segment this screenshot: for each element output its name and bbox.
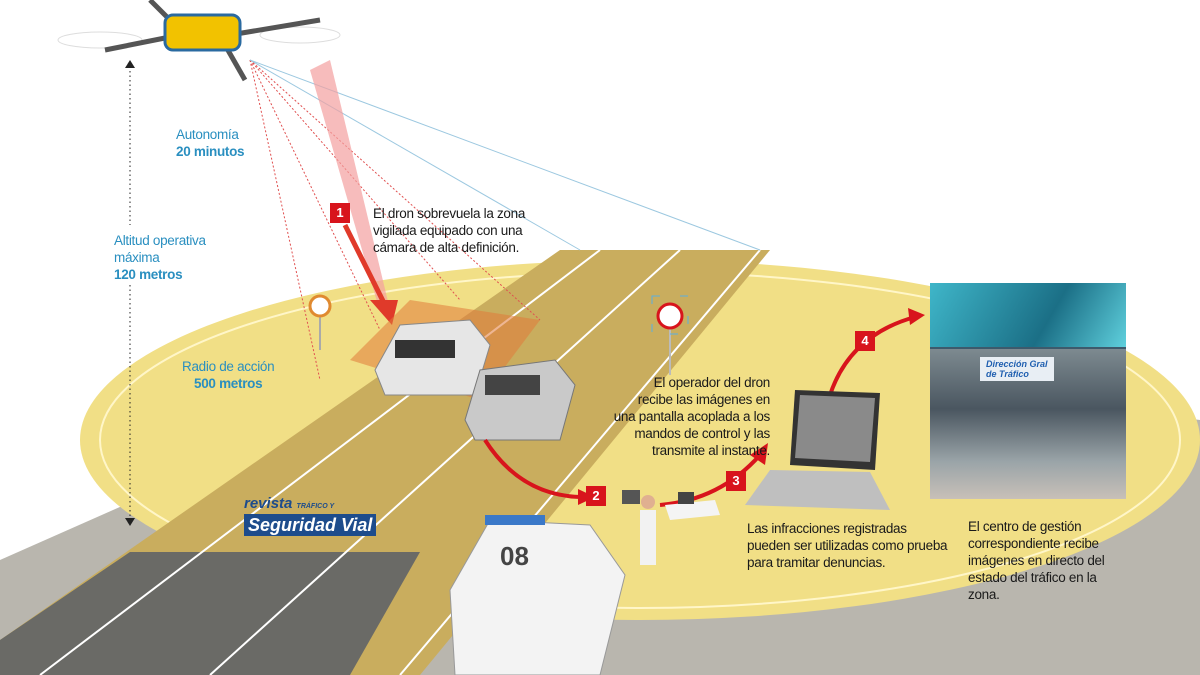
laptop-icon	[745, 390, 890, 510]
car-white	[374, 319, 491, 396]
arrow-up-icon	[125, 60, 135, 68]
step-4-badge: 4	[855, 331, 875, 351]
arrow-head	[370, 300, 398, 325]
beam-highlight	[310, 60, 390, 312]
live-traffic-feed	[930, 283, 1126, 347]
arrow-head	[750, 443, 768, 465]
revista-trafico-logo: revista TRÁFICO Y Seguridad Vial	[244, 496, 377, 536]
lane-line	[209, 249, 681, 675]
arrow-step-3	[659, 453, 762, 507]
no-overtaking-sign-icon	[651, 295, 689, 375]
step-3-badge: 3	[726, 471, 746, 491]
arrow-step-1	[342, 223, 388, 307]
dgt-van: 08	[449, 515, 626, 675]
arrow-step-2	[483, 438, 581, 499]
step-1-badge: 1	[330, 203, 350, 223]
camera-beams	[249, 59, 541, 381]
drone-icon	[57, 0, 341, 82]
arrow-down-icon	[125, 518, 135, 526]
car-silver	[464, 359, 576, 441]
drone-operator	[622, 490, 656, 565]
arrow-head	[908, 308, 925, 325]
svg-text:08: 08	[500, 541, 529, 571]
table-with-monitor	[665, 492, 720, 520]
step-2-badge: 2	[586, 486, 606, 506]
no-overtaking-sign-icon	[308, 294, 332, 350]
road-asphalt	[0, 552, 420, 675]
